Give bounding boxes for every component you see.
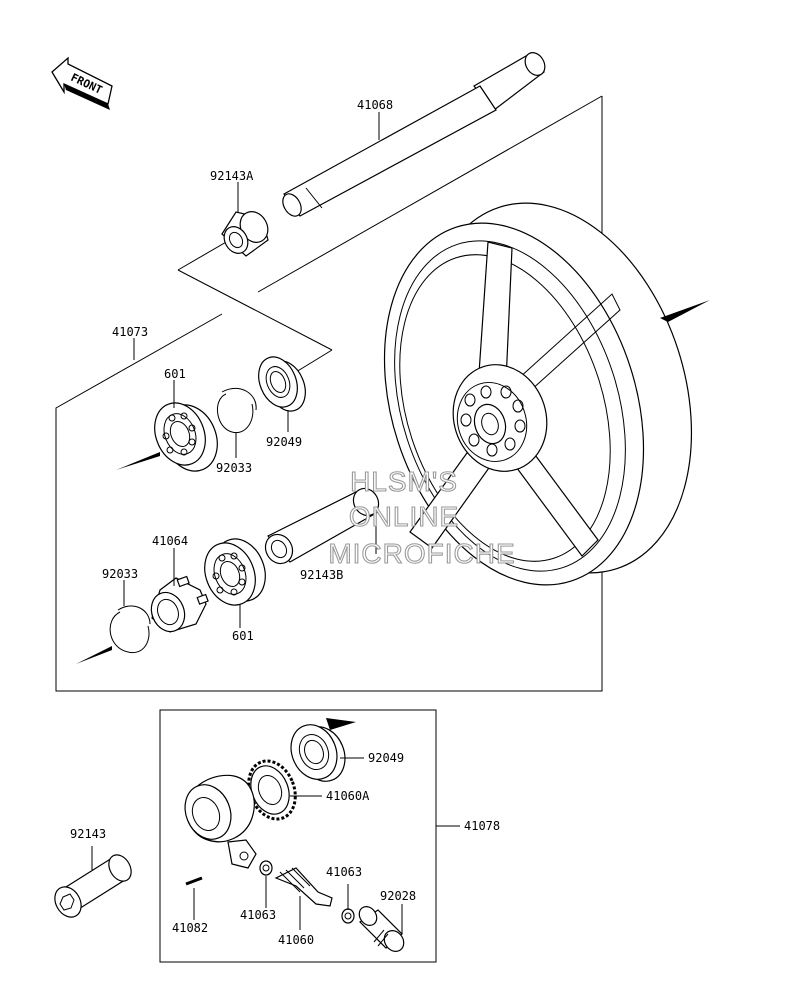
part-labels: 41068 92143A 41073 601 92033 92049 92143…	[70, 98, 500, 947]
label-pin[interactable]: 41082	[172, 921, 208, 935]
pinion-41060	[274, 867, 333, 907]
distance-collar-92143B	[264, 487, 380, 565]
leader-lines	[91, 112, 460, 934]
gear-housing-cover-41064	[150, 575, 209, 633]
label-pinion[interactable]: 41060	[278, 933, 314, 947]
bushing-92028	[358, 906, 405, 952]
circlip-92033-lower	[76, 605, 151, 664]
meter-gear-box-frame	[159, 709, 437, 963]
collar-92143A	[221, 211, 269, 257]
label-axle-collar[interactable]: 92143A	[210, 169, 254, 183]
label-meter-gear[interactable]: 41060A	[326, 789, 370, 803]
oil-seal-92049	[258, 356, 306, 412]
label-washer-left[interactable]: 41063	[240, 908, 276, 922]
pin-41082	[185, 876, 203, 886]
label-wheel-assy[interactable]: 41073	[112, 325, 148, 339]
label-circlip-left[interactable]: 92033	[216, 461, 252, 475]
watermark-line-1: HLSM'S	[350, 466, 458, 497]
oil-seal-92049-meter	[290, 718, 356, 782]
label-collar[interactable]: 92143	[70, 827, 106, 841]
watermark: HLSM'S ONLINE MICROFICHE	[328, 465, 515, 569]
circlip-92033-upper	[217, 387, 257, 434]
label-washer-right[interactable]: 41063	[326, 865, 362, 879]
front-arrow-icon: FRONT	[51, 56, 113, 110]
bearing-601-lower	[204, 538, 266, 606]
watermark-line-2: ONLINE	[349, 501, 459, 532]
washer-41063-left	[259, 860, 273, 876]
label-distance-collar[interactable]: 92143B	[300, 568, 343, 582]
label-bearing-left[interactable]: 601	[164, 367, 186, 381]
bearing-601-upper	[116, 402, 218, 472]
gear-housing	[184, 774, 257, 869]
collar-92143	[54, 854, 132, 918]
watermark-line-3: MICROFICHE	[328, 538, 515, 569]
meter-gear-41060A	[247, 759, 297, 821]
axle-41068	[282, 52, 546, 217]
label-bearing-right[interactable]: 601	[232, 629, 254, 643]
label-oil-seal-left[interactable]: 92049	[266, 435, 302, 449]
label-circlip-right[interactable]: 92033	[102, 567, 138, 581]
washer-41063-right	[341, 908, 355, 924]
label-oil-seal-meter[interactable]: 92049	[368, 751, 404, 765]
label-axle[interactable]: 41068	[357, 98, 393, 112]
label-gear-housing-cover[interactable]: 41064	[152, 534, 188, 548]
label-meter-gear-box[interactable]: 41078	[464, 819, 500, 833]
front-wheel	[383, 202, 710, 586]
label-bushing[interactable]: 92028	[380, 889, 416, 903]
